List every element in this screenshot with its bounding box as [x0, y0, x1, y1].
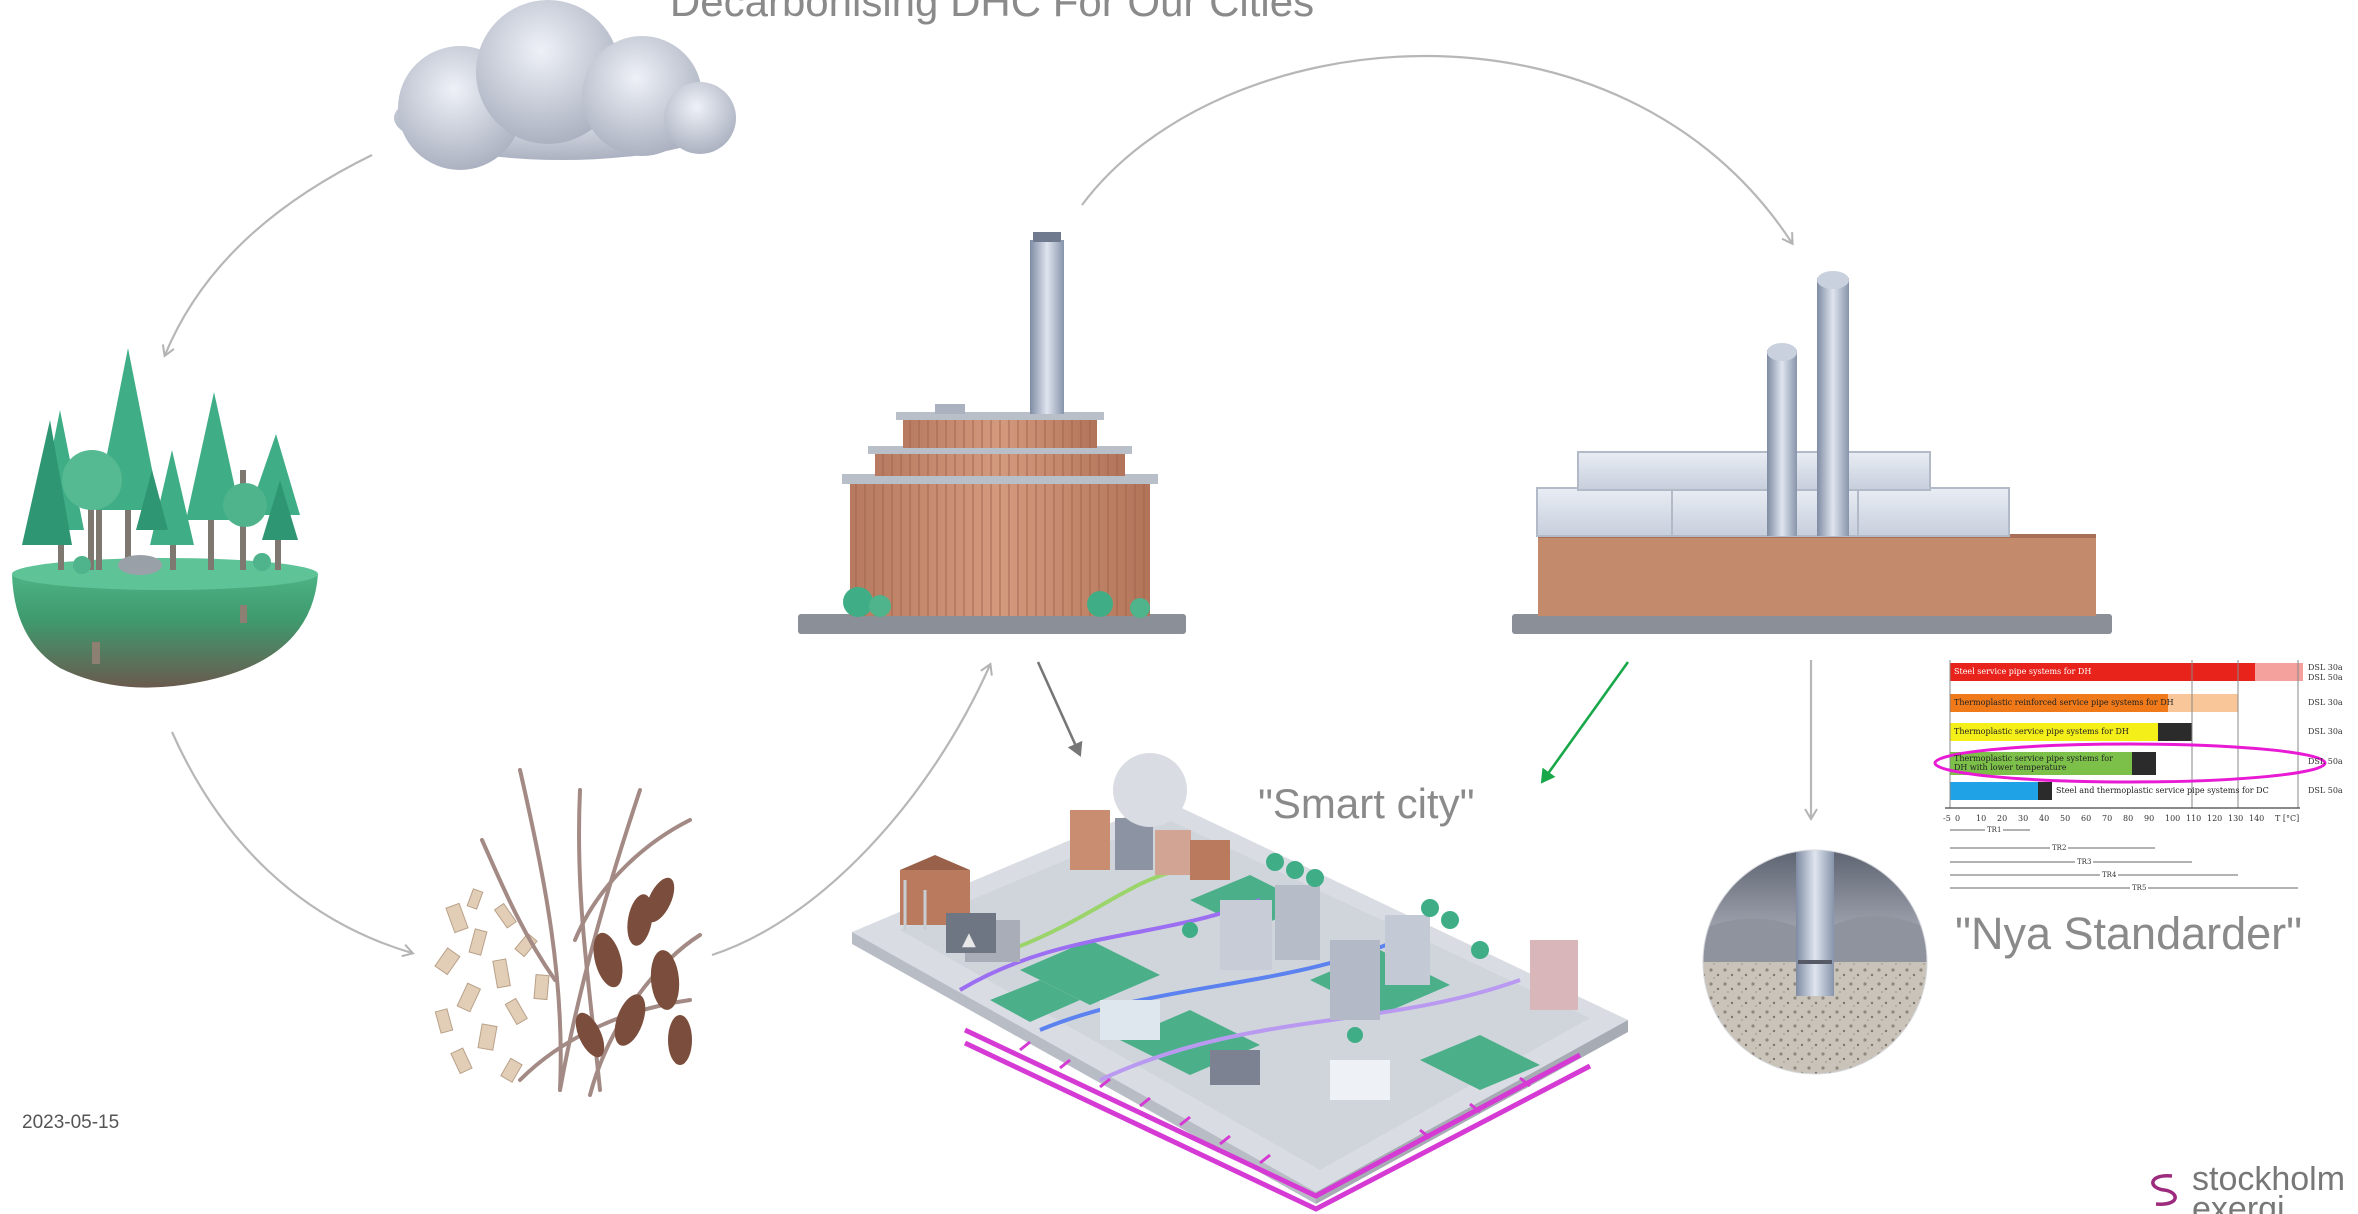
highlight-ellipse: [1933, 742, 2327, 784]
stockholm-exergi-logo: stockholm exergi: [2150, 1166, 2358, 1214]
cloud-icon: [394, 0, 736, 170]
smart-city-label: "Smart city": [1258, 780, 1475, 827]
pipe-ground-icon: [1703, 850, 1927, 1074]
arrow-cloud-to-forest: [161, 154, 373, 358]
arrow-factory-to-city: [1540, 661, 1630, 784]
standards-row-2: [1950, 694, 2168, 712]
arrow-plant-to-factory: [1081, 55, 1794, 246]
standards-row-3: [1950, 723, 2158, 741]
standards-row-4: [1950, 752, 2132, 775]
wood-chips-icon: [434, 768, 702, 1097]
cycle-arrows: [161, 55, 1818, 958]
factory-icon: [1512, 271, 2112, 634]
standards-row-5: [1950, 782, 2038, 800]
logo-text: stockholm exergi: [2192, 1166, 2346, 1214]
svg-text:▲: ▲: [962, 929, 976, 950]
arrow-forest-to-wood: [170, 731, 415, 958]
forest-island-icon: [12, 348, 318, 688]
power-plant-icon: [798, 232, 1186, 634]
standards-label: "Nya Standarder": [1955, 908, 2303, 959]
stockholm-exergi-logo-mark: [2151, 1174, 2177, 1206]
smart-city-icon: ▲: [852, 753, 1628, 1212]
arrow-wood-to-plant: [711, 662, 993, 957]
arrow-plant-to-city: [1036, 661, 1083, 757]
slide-title: "Decarbonising DHC For Our Cities": [655, 0, 1330, 25]
standards-row-1: [1950, 663, 2255, 681]
slide-date: 2023-05-15: [22, 1112, 120, 1133]
standards-chart: [1933, 660, 2327, 889]
